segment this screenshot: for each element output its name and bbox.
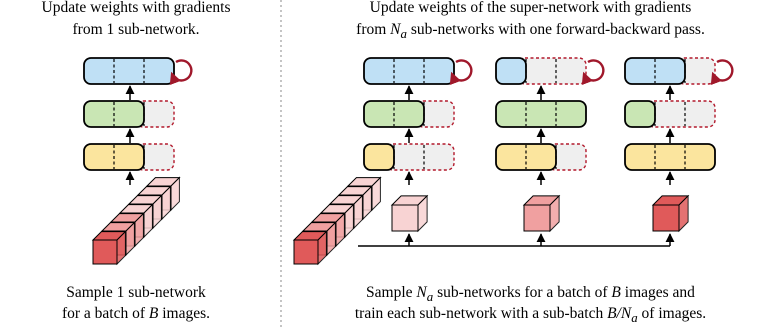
- right-bottom-caption-2: train each sub-network with a sub-batch …: [354, 305, 707, 326]
- subnet-2-blue-layer-active: [495, 57, 527, 85]
- subnet-3-green-layer-active: [624, 100, 656, 128]
- subnet-2-yellow-layer-inactive: [547, 143, 587, 171]
- left-batch-cube-0: [91, 230, 127, 266]
- left-bottom-caption-2: for a batch of B images.: [61, 305, 211, 322]
- right-top-caption-2: from Na sub-networks with one forward-ba…: [356, 21, 705, 42]
- subnet-1-update-loop: [449, 59, 473, 86]
- left-blue-layer-active: [83, 57, 175, 85]
- subnet-3-sub-batch-cube: [651, 194, 690, 233]
- right-batch-cube-0-front: [293, 239, 319, 265]
- subnet-1-sub-batch-cube-front: [391, 204, 419, 232]
- left-top-caption-1: Update weights with gradients: [41, 0, 231, 16]
- left-green-layer-inactive: [135, 100, 175, 128]
- subnet-1-yellow-layer-active: [363, 143, 395, 171]
- right-batch-cube-0: [292, 230, 328, 266]
- subnet-3-update-loop: [710, 59, 734, 86]
- right-top-caption-1: Update weights of the super-network with…: [369, 0, 692, 16]
- subnet-3-green-layer-inactive: [646, 100, 716, 128]
- right-bottom-caption-1: Sample Na sub-networks for a batch of B …: [366, 284, 695, 305]
- subnet-2-update-loop: [581, 59, 605, 86]
- left-top-caption-2: from 1 sub-network.: [72, 21, 200, 38]
- subnet-3-sub-batch-cube-front: [652, 204, 680, 232]
- left-batch-cube-0-front: [92, 239, 118, 265]
- subnet-1-sub-batch-cube: [390, 194, 429, 233]
- subnet-2-sub-batch-cube-front: [523, 204, 551, 232]
- subnet-2-green-layer-active: [495, 100, 587, 128]
- subnet-2-blue-layer-inactive: [517, 57, 587, 85]
- left-yellow-layer-inactive: [135, 143, 175, 171]
- subnet-3-yellow-layer-active: [624, 143, 716, 171]
- subnet-1-green-layer-inactive: [415, 100, 455, 128]
- subnet-1-blue-layer-active: [363, 57, 455, 85]
- subnet-2-sub-batch-cube: [522, 194, 561, 233]
- subnet-3-blue-layer-inactive: [676, 57, 716, 85]
- left-bottom-caption-1: Sample 1 sub-network: [66, 284, 206, 301]
- subnet-1-yellow-layer-inactive: [385, 143, 455, 171]
- left-update-loop: [169, 59, 193, 86]
